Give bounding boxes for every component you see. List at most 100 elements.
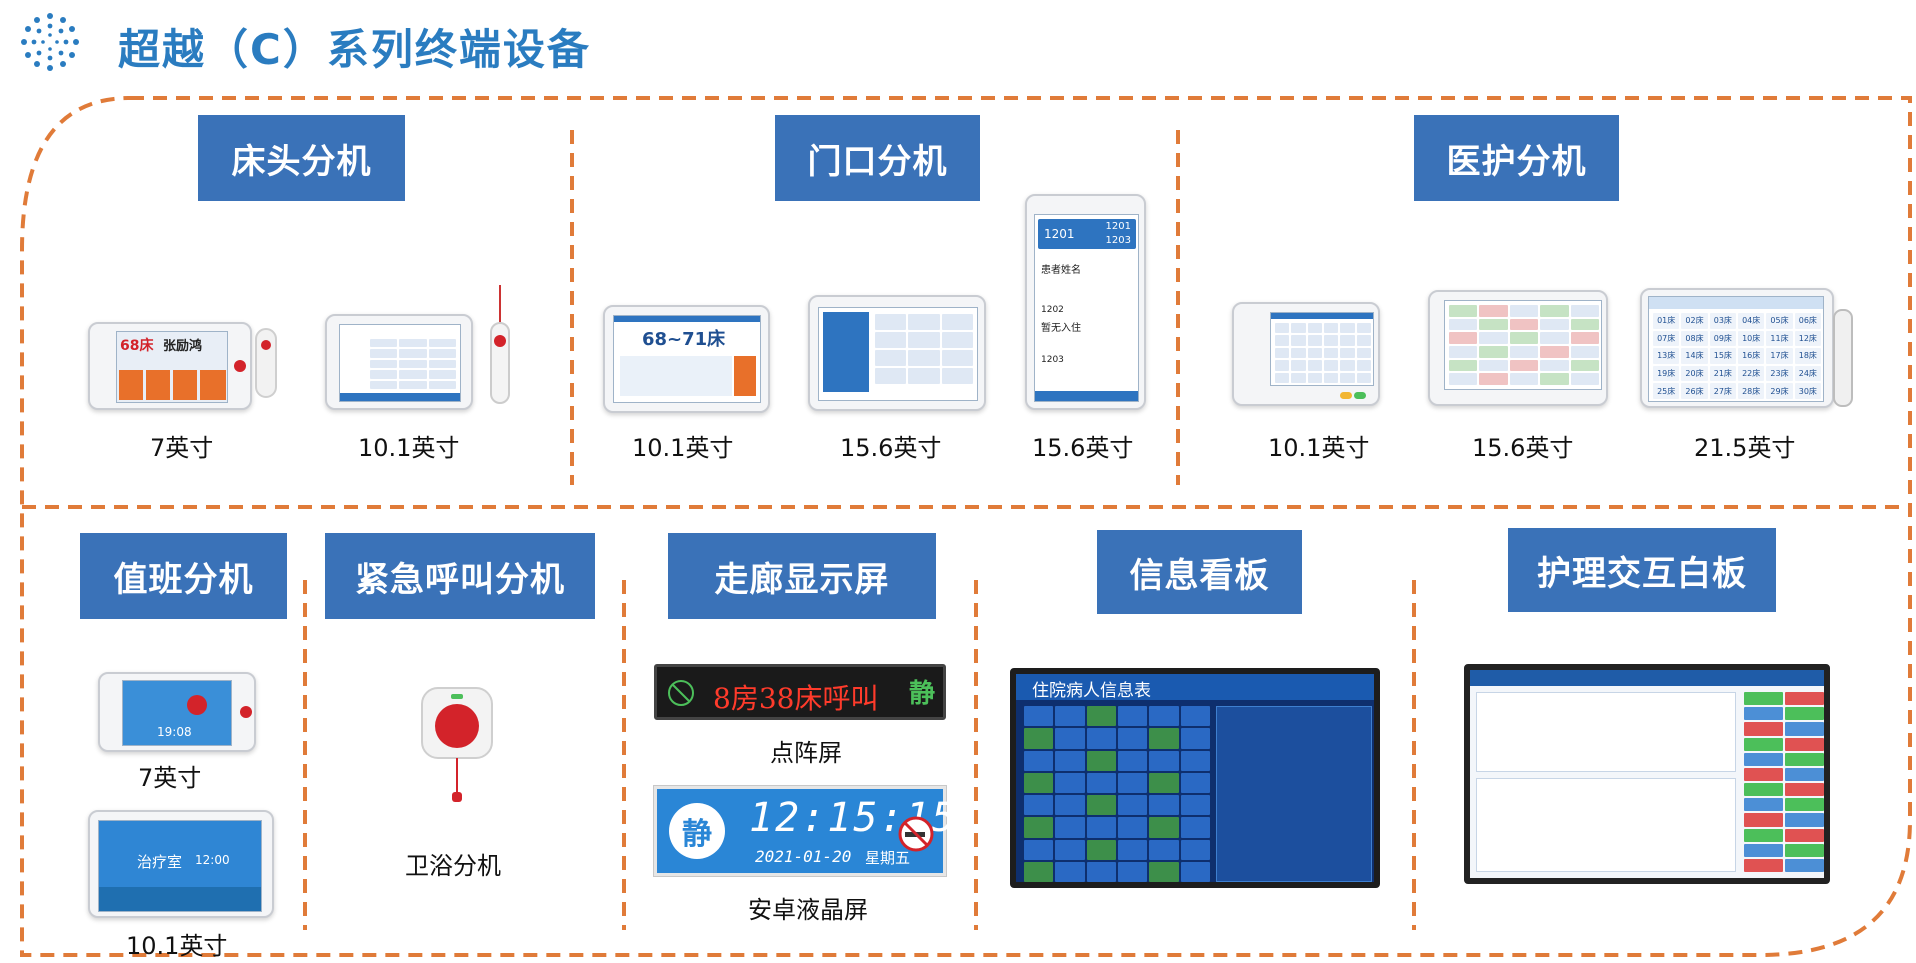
grid-cell	[1118, 839, 1148, 860]
grid-cell	[1024, 861, 1054, 882]
info-board-display: 住院病人信息表	[1010, 668, 1380, 888]
alert-tile	[734, 356, 756, 396]
bed-cell: 16床	[1738, 348, 1765, 364]
whiteboard-header	[1470, 670, 1824, 686]
grid-cell	[1785, 722, 1824, 736]
grid-cell	[1024, 839, 1054, 860]
quiet-sign: 静	[669, 803, 725, 859]
bed-cell: 08床	[1681, 330, 1708, 347]
size-label: 15.6英寸	[1032, 434, 1134, 462]
duty-7in-screen: 19:08	[122, 680, 232, 746]
grid-cell	[1024, 728, 1054, 749]
call-button[interactable]	[234, 360, 246, 372]
room-number: 1201	[1044, 227, 1075, 241]
bed-cell: 03床	[1709, 313, 1736, 329]
caption-lcd: 安卓液晶屏	[748, 896, 868, 924]
section-title-duty: 值班分机	[80, 533, 287, 619]
grid-cell	[1149, 861, 1179, 882]
handset-call-button[interactable]	[261, 340, 271, 350]
patient-grid	[1024, 706, 1210, 882]
grid-cell	[1149, 817, 1179, 838]
grid-cell	[1149, 772, 1179, 793]
grid-cell	[1118, 772, 1148, 793]
grid-cell	[1785, 752, 1824, 766]
no-smoking-icon	[898, 816, 934, 852]
bed-grid	[1449, 305, 1599, 385]
bedside-7in-device: 68床 张励鸿	[88, 322, 252, 410]
emergency-pull-cord-icon[interactable]	[418, 686, 496, 804]
grid-cell	[1785, 692, 1824, 706]
door-10in-screen: 68~71床	[613, 315, 761, 403]
call-button[interactable]	[187, 695, 207, 715]
grid-cell	[1055, 861, 1085, 882]
grid-cell	[1149, 728, 1179, 749]
quiet-sign: 静	[908, 679, 935, 709]
grid-cell	[1744, 843, 1783, 857]
grid-cell	[1744, 722, 1783, 736]
grid-cell	[1149, 839, 1179, 860]
grid-cell	[1024, 817, 1054, 838]
grid-cell	[1744, 828, 1783, 842]
side-call-button[interactable]	[240, 706, 252, 718]
nursing-whiteboard-display	[1464, 664, 1830, 884]
bed-cell: 15床	[1709, 348, 1736, 364]
grid-cell	[1024, 772, 1054, 793]
bottom-bar	[1035, 391, 1138, 401]
room-number-5: 1203	[1041, 355, 1064, 365]
bed-cell: 01床	[1653, 313, 1680, 329]
nurse-15in-screen	[1444, 300, 1602, 390]
bedside-10in-screen	[339, 324, 461, 402]
nurse-10in-device	[1232, 302, 1380, 406]
bed-cell: 22床	[1738, 365, 1765, 382]
size-label: 7英寸	[150, 434, 214, 462]
info-board-title: 住院病人信息表	[1032, 681, 1151, 701]
pendant-call-handset-icon[interactable]	[488, 285, 512, 405]
door-15in-portrait-screen: 1201 1201 1203 患者姓名 1202 暂无入住 1203	[1034, 214, 1139, 402]
tile-orange	[119, 370, 143, 400]
bed-cell: 21床	[1709, 365, 1736, 382]
duty-time: 19:08	[157, 725, 192, 739]
grid-cell	[1180, 728, 1210, 749]
grid-cell	[1055, 772, 1085, 793]
size-label: 10.1英寸	[632, 434, 734, 462]
section-title-corridor: 走廊显示屏	[668, 533, 936, 619]
bed-cell: 27床	[1709, 383, 1736, 399]
grid-cell	[1180, 817, 1210, 838]
grid-cell	[1180, 839, 1210, 860]
tile-orange	[173, 370, 197, 400]
top-bar	[614, 316, 760, 322]
grid-cell	[1785, 858, 1824, 872]
bed-cell: 07床	[1653, 330, 1680, 347]
room-panel	[823, 312, 869, 392]
grid-cell	[1086, 795, 1116, 816]
caption-led: 点阵屏	[770, 739, 842, 767]
door-10in-device: 68~71床	[603, 305, 770, 413]
bed-cell: 28床	[1738, 383, 1765, 399]
grid-cell	[1055, 728, 1085, 749]
door-beds: 68~71床	[642, 329, 726, 350]
bed-cell: 19床	[1653, 365, 1680, 382]
grid-cell	[1744, 692, 1783, 706]
call-handset[interactable]	[255, 328, 277, 398]
section-title-door: 门口分机	[775, 115, 980, 201]
patient-label: 患者姓名	[1041, 265, 1081, 276]
room-number-4: 1202	[1041, 305, 1064, 315]
grid-cell	[1055, 706, 1085, 727]
room-number-3: 1203	[1105, 235, 1131, 246]
lcd-date: 2021-01-20	[755, 847, 852, 866]
bedside-7in-screen: 68床 张励鸿	[116, 331, 228, 403]
clock: 12:00	[195, 853, 230, 867]
grid-cell	[1055, 817, 1085, 838]
bed-cell: 18床	[1794, 348, 1821, 364]
bed-cell: 02床	[1681, 313, 1708, 329]
grid-cell	[1086, 728, 1116, 749]
grid-cell	[1785, 707, 1824, 721]
vacant-label: 暂无入住	[1041, 323, 1081, 334]
section-title-whiteboard: 护理交互白板	[1508, 528, 1776, 612]
grid-cell	[1086, 839, 1116, 860]
duty-10in-device: 治疗室 12:00	[88, 810, 274, 918]
grid-cell	[1785, 843, 1824, 857]
